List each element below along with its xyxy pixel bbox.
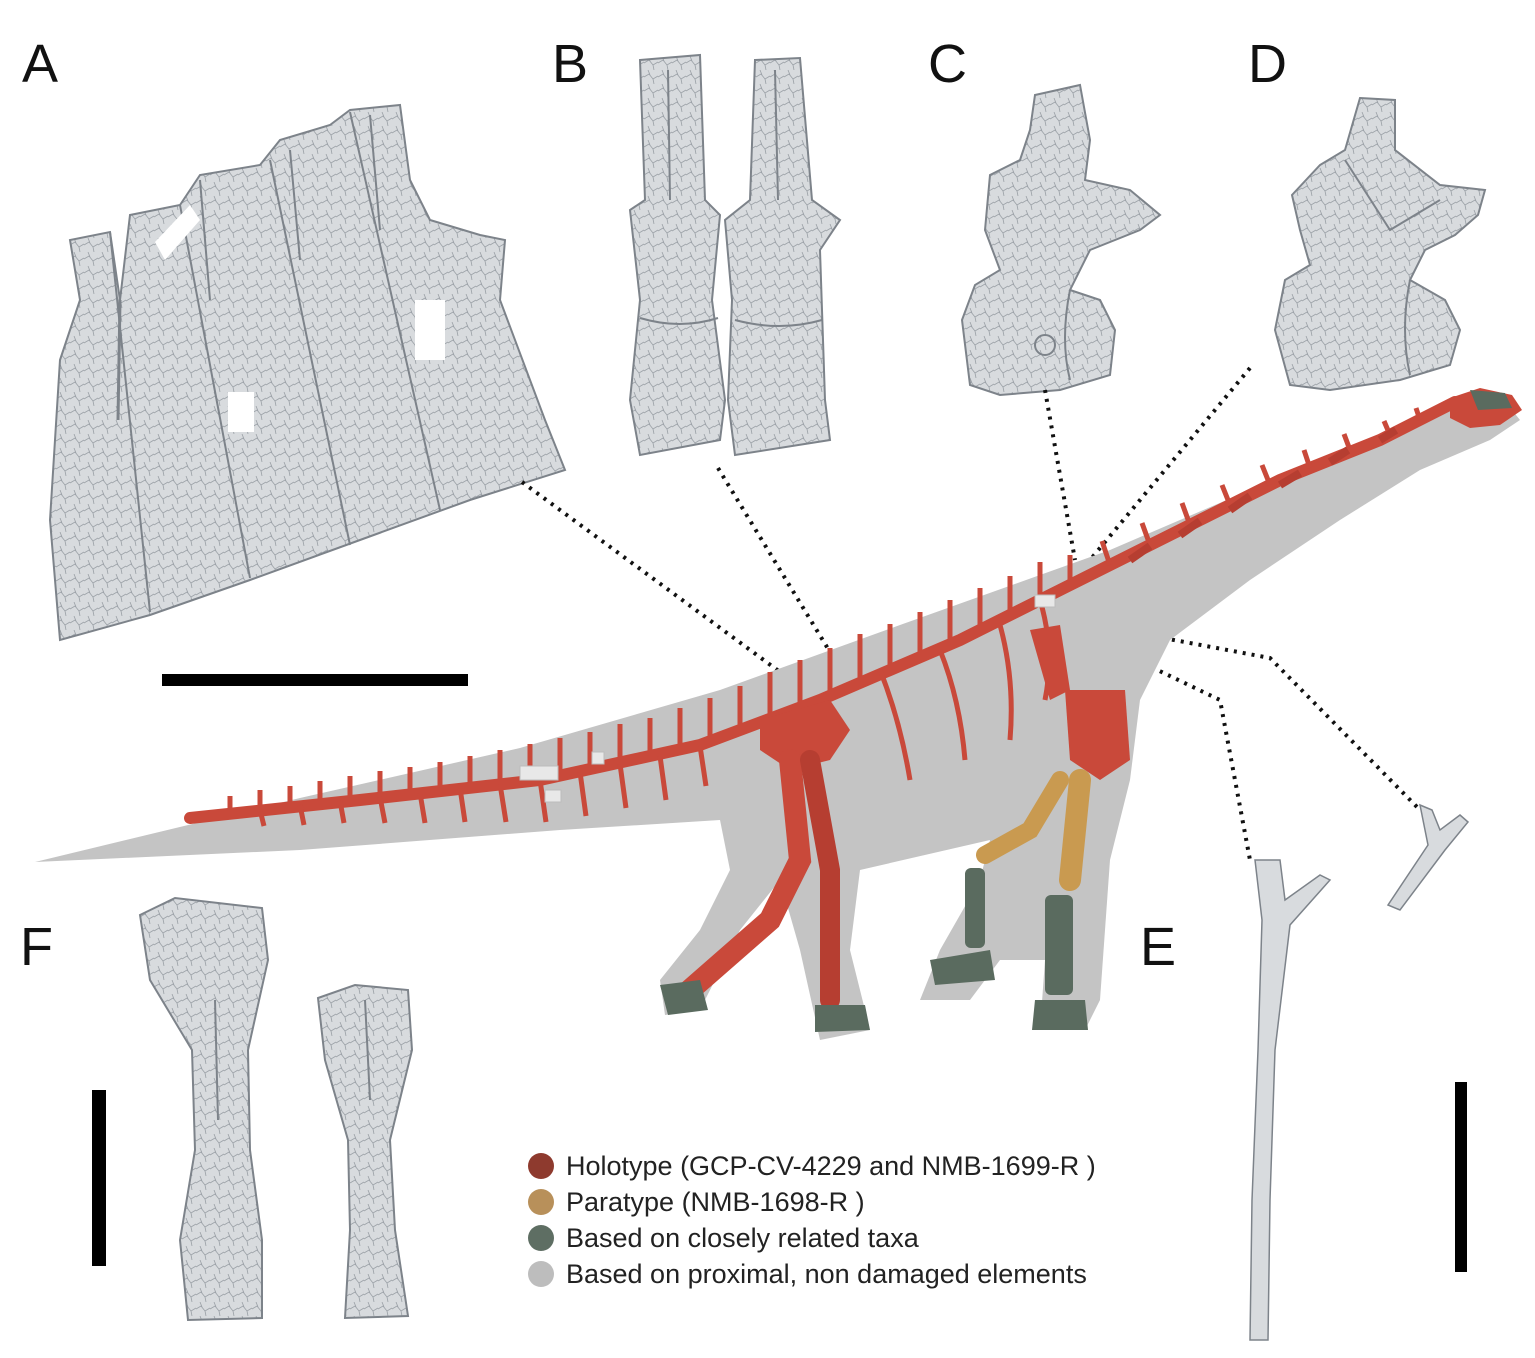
scale-bar-a (162, 674, 468, 686)
legend-label-related-taxa: Based on closely related taxa (566, 1222, 919, 1253)
panel-letter-a: A (22, 34, 58, 94)
panel-letter-f: F (20, 917, 53, 977)
panel-letter-e: E (1140, 917, 1176, 977)
panel-d-vertebra (1273, 96, 1487, 392)
panel-e-cervical-ribs (1249, 803, 1470, 1341)
skeleton-proximal-elements (519, 594, 1056, 803)
legend-item-holotype: Holotype (GCP-CV-4229 and NMB-1699-R ) (528, 1148, 1148, 1184)
scale-bar-e (1455, 1082, 1467, 1272)
legend-swatch-holotype (528, 1153, 554, 1179)
skeleton-holotype (184, 388, 1522, 1010)
legend-item-related-taxa: Based on closely related taxa (528, 1220, 1148, 1256)
panel-a-caudal-vertebrae (48, 103, 567, 642)
panel-letter-d: D (1248, 34, 1287, 94)
legend-label-proximal-elements: Based on proximal, non damaged elements (566, 1258, 1087, 1289)
legend-item-proximal-elements: Based on proximal, non damaged elements (528, 1256, 1148, 1292)
panel-letter-c: C (928, 34, 967, 94)
legend-label-holotype: Holotype (GCP-CV-4229 and NMB-1699-R ) (566, 1150, 1096, 1181)
panel-f-limb-bones (138, 896, 414, 1322)
legend-label-paratype: Paratype (NMB-1698-R ) (566, 1186, 865, 1217)
legend-item-paratype: Paratype (NMB-1698-R ) (528, 1184, 1148, 1220)
panel-letter-b: B (552, 34, 588, 94)
panel-c-vertebra (960, 83, 1162, 397)
legend-swatch-paratype (528, 1189, 554, 1215)
skeleton-paratype (976, 769, 1091, 891)
legend-swatch-related-taxa (528, 1225, 554, 1251)
legend-swatch-proximal-elements (528, 1261, 554, 1287)
legend: Holotype (GCP-CV-4229 and NMB-1699-R ) P… (528, 1148, 1148, 1292)
scale-bar-f (92, 1090, 106, 1266)
panel-b-vertebrae (628, 53, 842, 457)
skeleton-related-taxa (660, 868, 1088, 1032)
